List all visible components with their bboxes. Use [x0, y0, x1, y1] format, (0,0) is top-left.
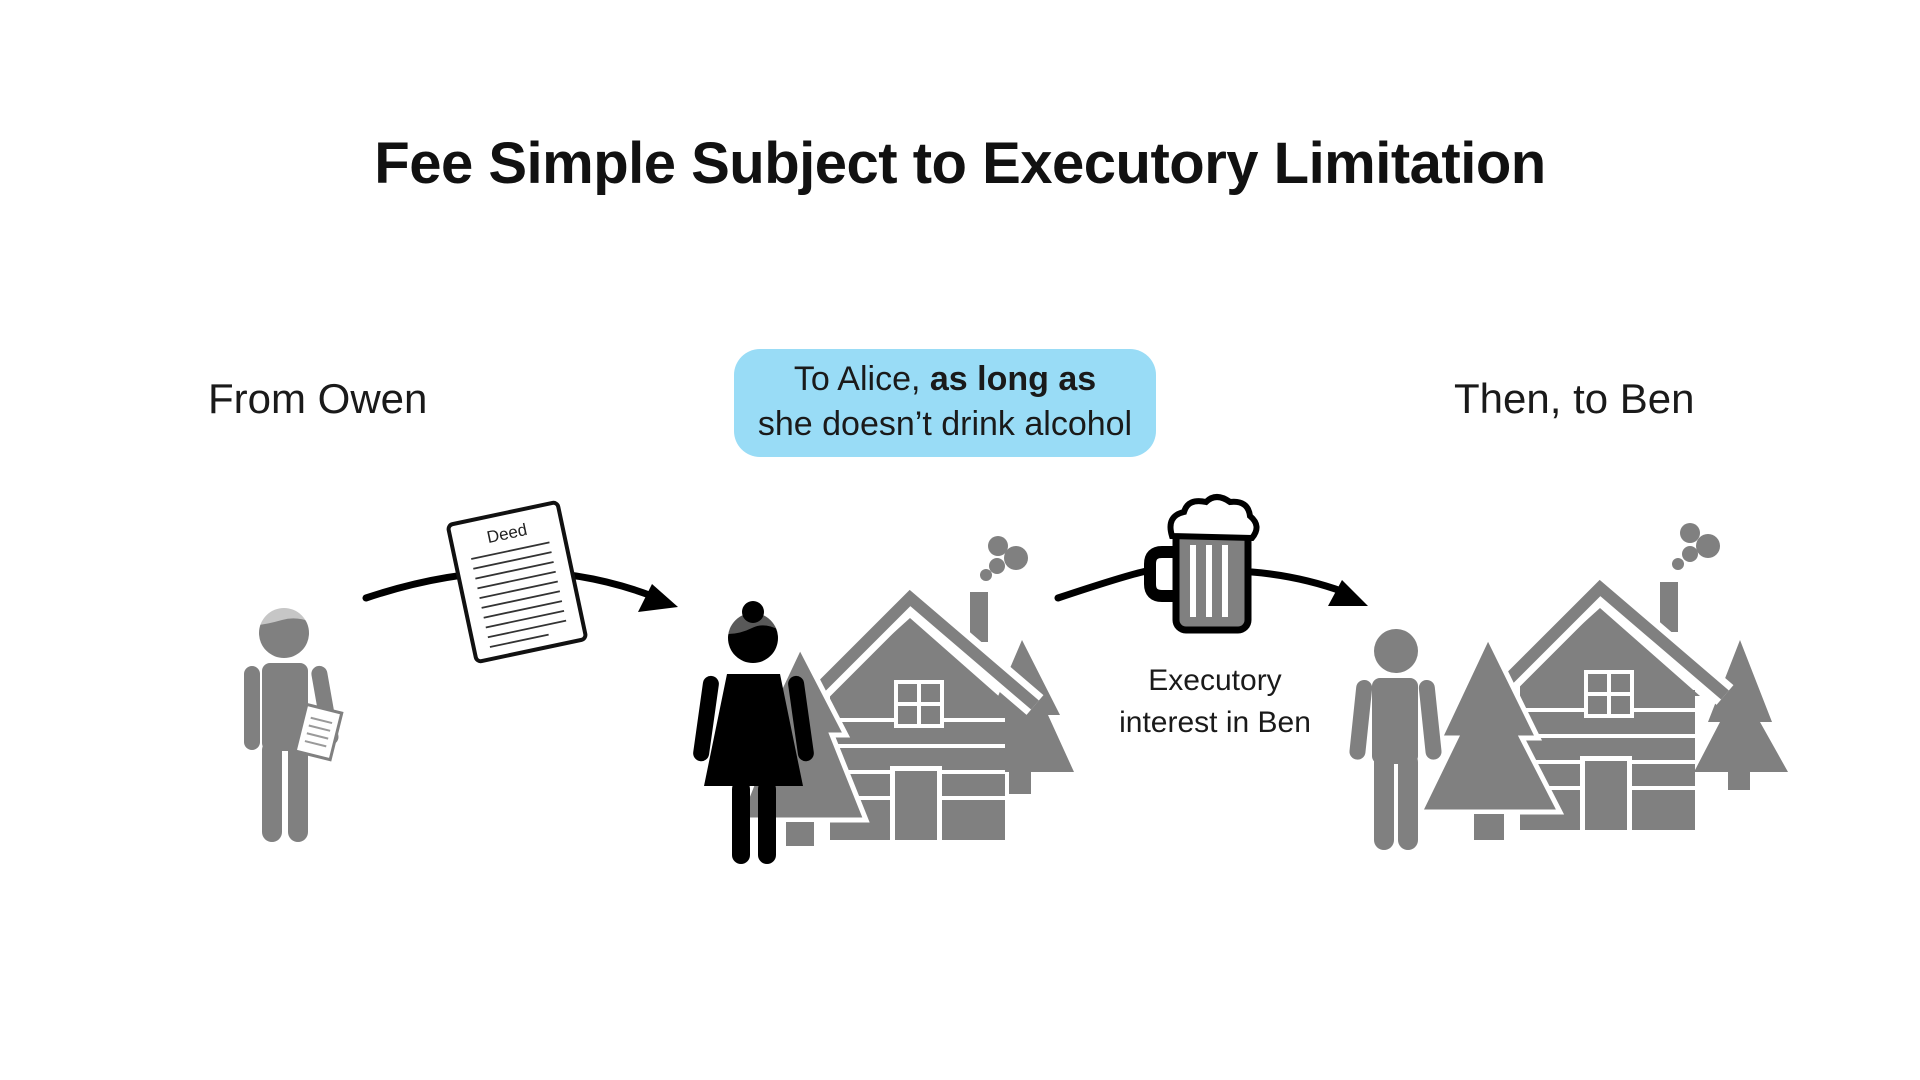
page-title: Fee Simple Subject to Executory Limitati… [374, 131, 1546, 196]
ben-figure-icon [1349, 629, 1442, 850]
ben-cabin-scene [1416, 523, 1788, 840]
cabin-icon [1488, 570, 1734, 830]
grant-condition-emphasis: as long as [929, 360, 1097, 398]
grant-condition-prefix: To Alice, [793, 360, 930, 398]
small-deed-icon [293, 702, 344, 762]
executory-interest-line-2: interest in Ben [1119, 706, 1311, 739]
grantor-label: From Owen [208, 375, 428, 422]
grant-condition-line-1: To Alice, as long as [734, 357, 1156, 402]
alice-figure-icon [693, 601, 814, 864]
tree-icon [1416, 630, 1565, 840]
tree-icon [1694, 640, 1788, 790]
smoke-icon [1672, 523, 1720, 570]
grant-condition-line-2: she doesn’t drink alcohol [757, 405, 1133, 443]
executory-interest-label: Executory interest in Ben [1100, 660, 1330, 744]
grant-condition-box: To Alice, as long as she doesn’t drink a… [734, 349, 1156, 457]
owen-figure-icon [244, 603, 339, 842]
future-holder-label: Then, to Ben [1454, 375, 1695, 422]
executory-interest-line-1: Executory [1148, 664, 1282, 697]
beer-mug-icon [1144, 494, 1260, 634]
deed-document-icon: Deed [446, 500, 588, 664]
cabin-icon [798, 580, 1044, 840]
alice-cabin-scene [734, 536, 1074, 846]
smoke-icon [980, 536, 1028, 581]
